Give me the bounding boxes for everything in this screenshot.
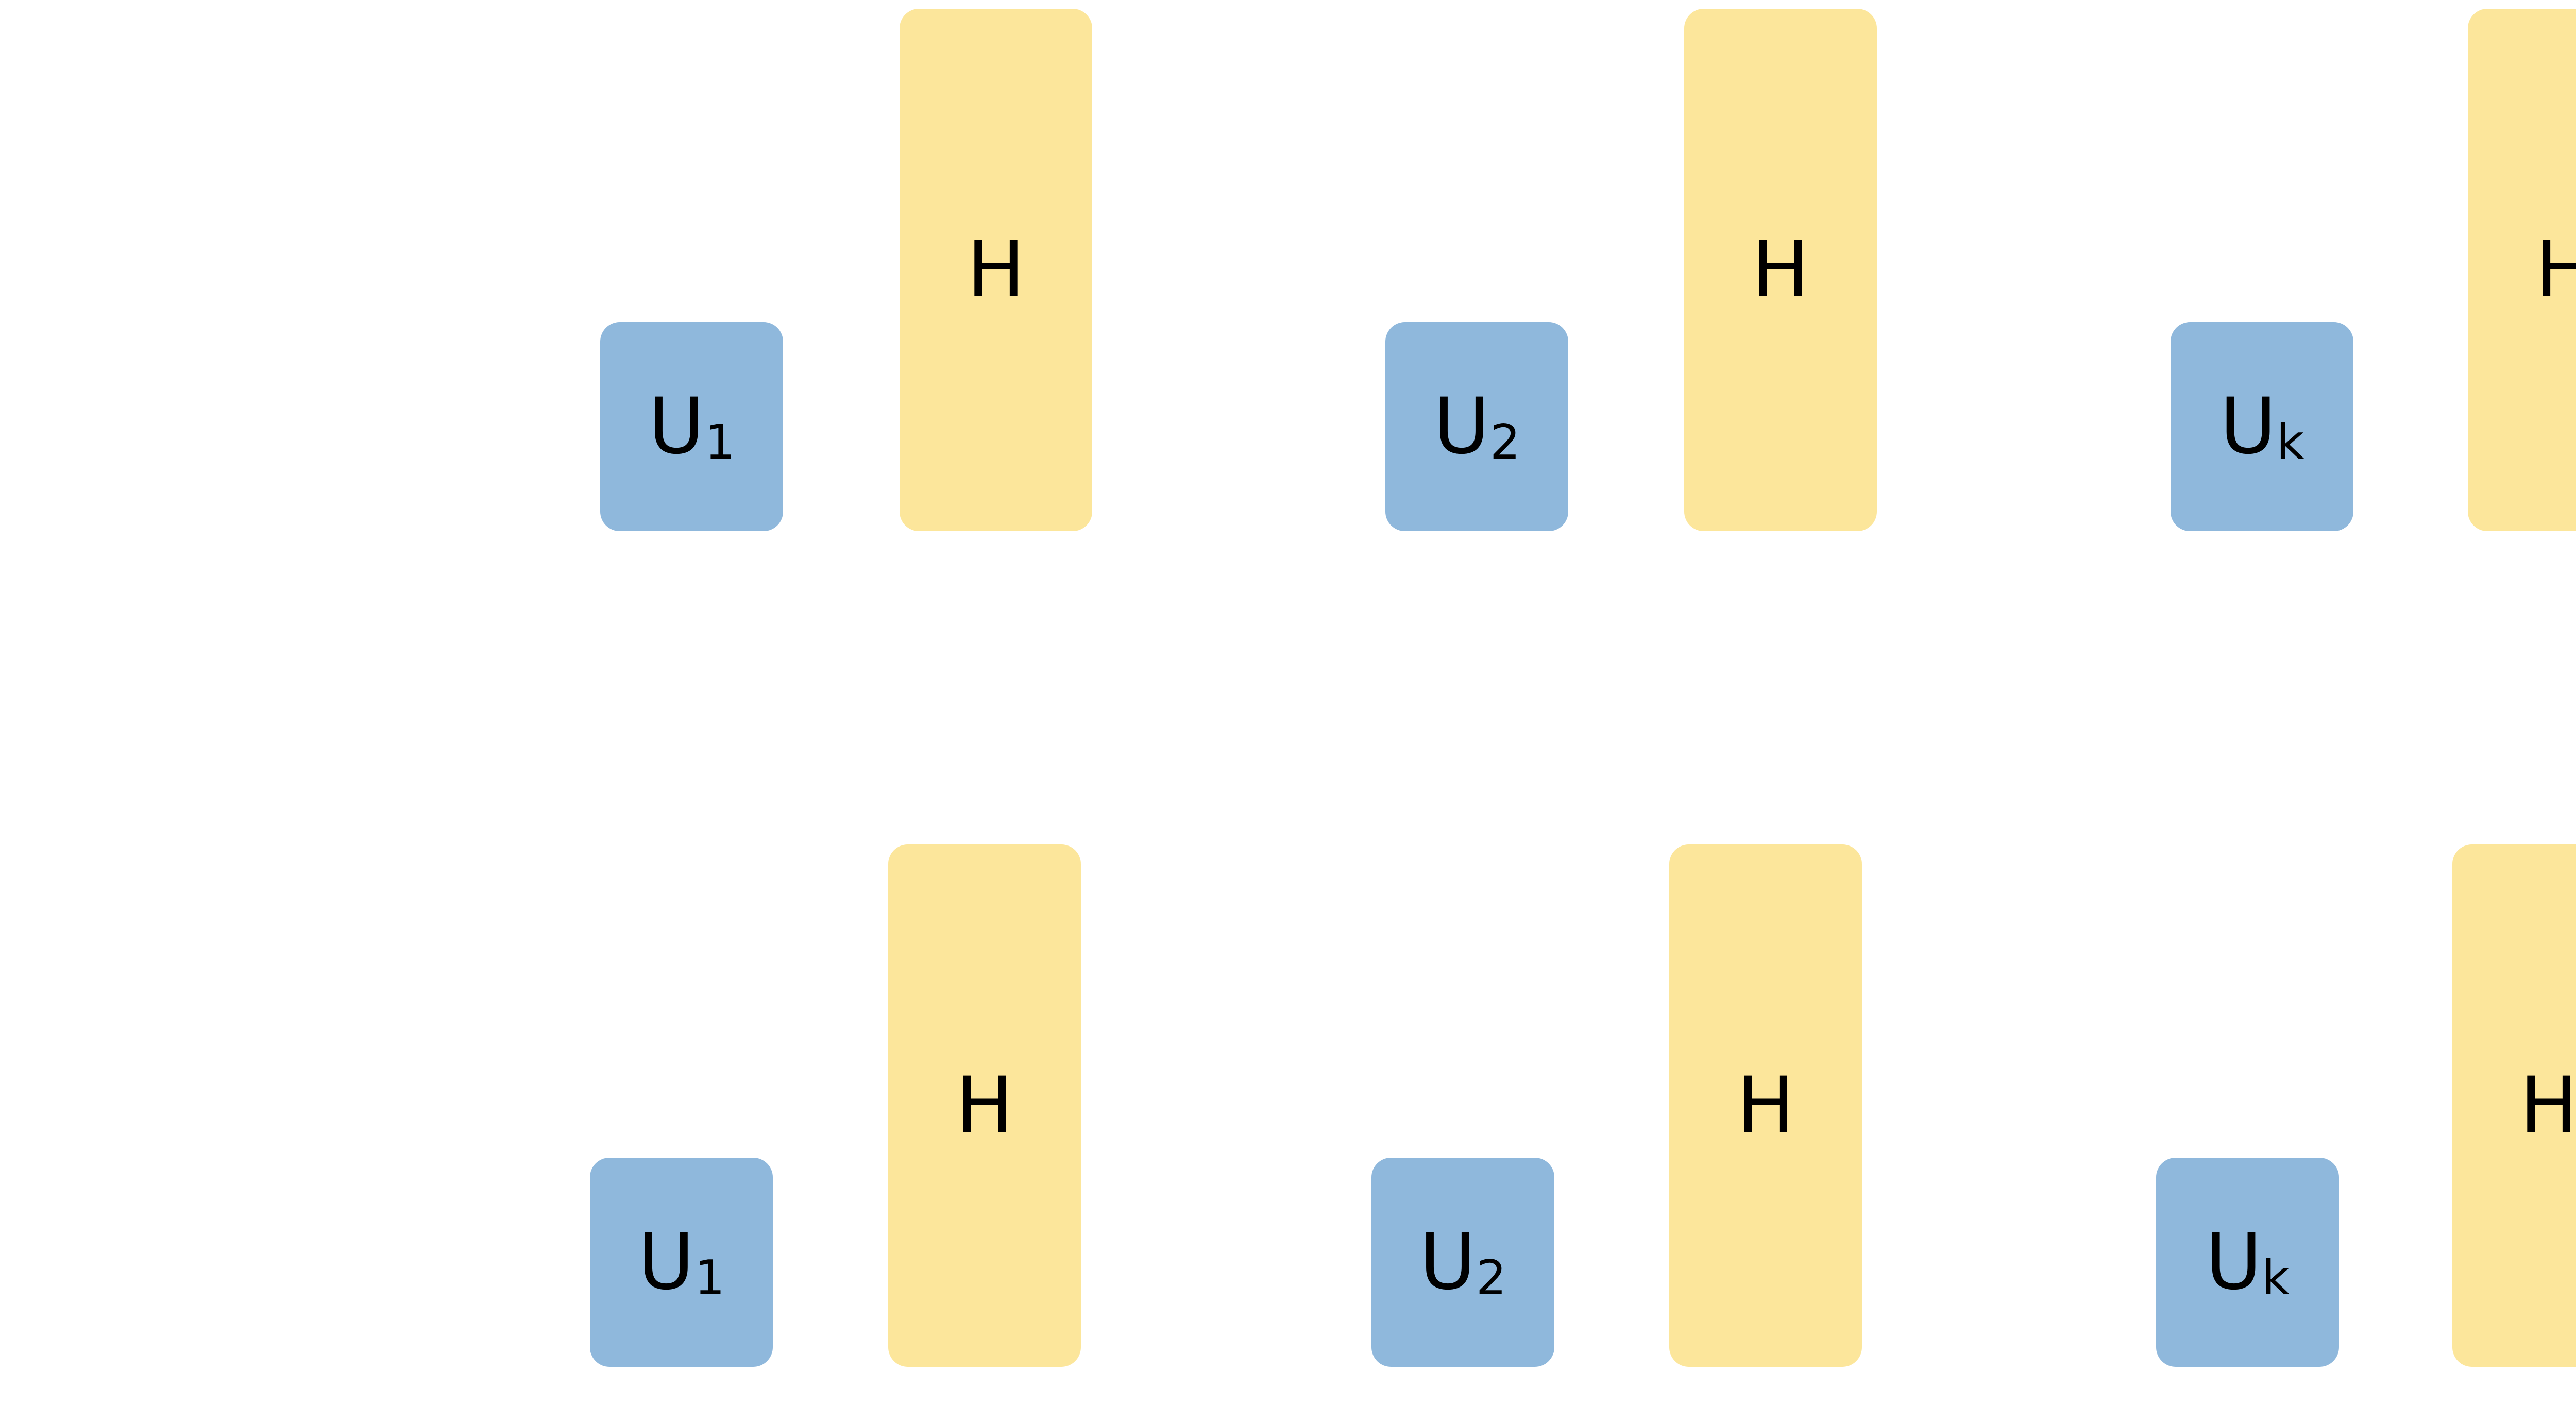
gate-h1[interactable]: H [900,9,1092,531]
gate-label-h1b: H [955,1061,1014,1150]
gate-label-u1: U1 [648,382,735,471]
gate-label-h3: H [2535,225,2576,315]
gate-label-h3b: H [2519,1061,2576,1150]
gate-u1[interactable]: U1 [600,322,783,531]
gate-h3b[interactable]: H [2452,844,2576,1367]
gate-label-ukb: Uk [2205,1217,2290,1307]
gate-label-u2: U2 [1433,382,1520,471]
gate-label-u1b: U1 [638,1217,725,1307]
gate-uk[interactable]: Uk [2171,322,2353,531]
gate-label-u2b: U2 [1419,1217,1506,1307]
gate-subscript-u1b: 1 [694,1250,725,1306]
gate-ukb[interactable]: Uk [2156,1158,2339,1367]
gate-subscript-u1: 1 [704,414,735,470]
gate-subscript-u2b: 2 [1476,1250,1506,1306]
gate-u1b[interactable]: U1 [590,1158,773,1367]
gate-label-h2: H [1751,225,1810,315]
gate-h2[interactable]: H [1684,9,1877,531]
gate-h1b[interactable]: H [888,844,1081,1367]
gate-label-uk: Uk [2219,382,2304,471]
gate-h3[interactable]: H [2468,9,2576,531]
gate-h2b[interactable]: H [1669,844,1862,1367]
gate-subscript-uk: k [2276,414,2304,470]
gate-subscript-ukb: k [2262,1250,2290,1306]
gate-label-h1: H [967,225,1025,315]
gate-u2b[interactable]: U2 [1371,1158,1554,1367]
gate-subscript-u2: 2 [1489,414,1520,470]
gate-label-h2b: H [1736,1061,1795,1150]
gate-u2[interactable]: U2 [1385,322,1568,531]
